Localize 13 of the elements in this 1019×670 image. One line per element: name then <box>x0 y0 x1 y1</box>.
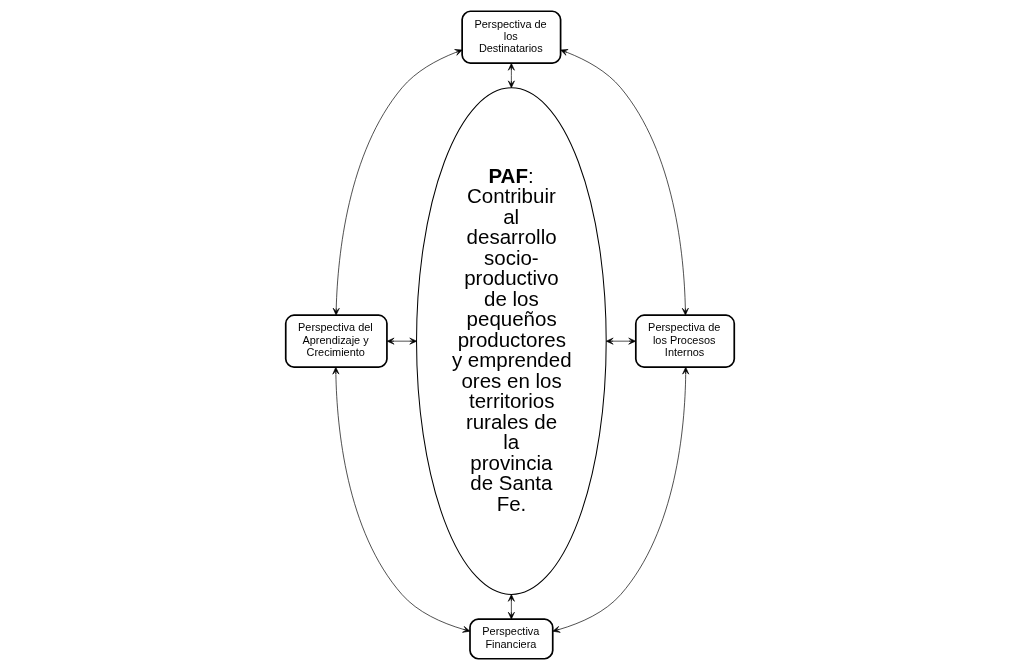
node-box: Perspectiva Financiera <box>468 618 554 660</box>
arrow <box>386 337 417 345</box>
arrow <box>507 63 515 89</box>
node-box: Perspectiva del Aprendizaje y Crecimiento <box>284 314 388 368</box>
arrow <box>552 366 689 633</box>
arrow <box>331 367 470 633</box>
node-box: Perspectiva de los Destinatarios <box>460 10 561 65</box>
arrow <box>605 337 636 345</box>
arrow <box>332 49 462 316</box>
arrow <box>507 594 515 620</box>
node-box: Perspectiva de los Procesos Internos <box>634 314 735 368</box>
node-ellipse: PAF: Contribuir al desarrollo socio-productivo de los pequeños productores y emprendedores en los territorios rurales de la provincia de Santa Fe. <box>415 87 607 596</box>
arrow <box>559 49 689 316</box>
